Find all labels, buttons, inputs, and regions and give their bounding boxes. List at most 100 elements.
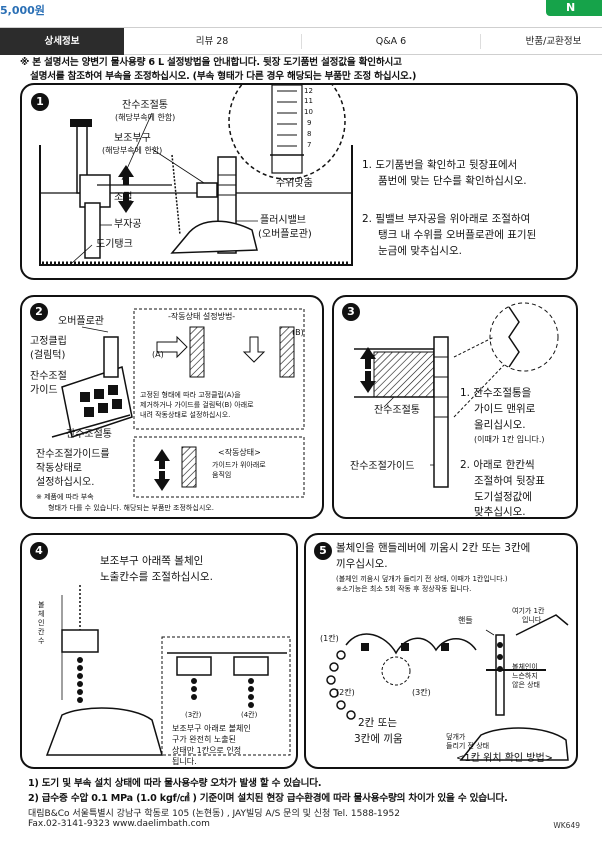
buy-icon: N [566,1,576,14]
panel-step-3: 3 잔수조절통 잔수조절가이드 1. 잔수조절통을 가이드 맨위로 [332,295,578,519]
p3-label-cup: 잔수조절통 [374,405,420,416]
p4-mark-3: (3칸) [185,711,202,719]
p3-step2d: 맞추십시오. [474,506,526,518]
fill-valve-cap [70,119,92,127]
p5-label-ballchain1: 볼체인이 [512,663,538,671]
p2-label-overflow: 오버플로관 [58,316,104,327]
p2-label-cup: 잔수조절통 [66,429,112,440]
p2-method-title: -작동상태 설정방법- [168,312,236,321]
footer-note-2: 2) 급수증 수압 0.1 MPa (1.0 kgf/㎠ ) 기준이며 설치된 … [28,793,508,804]
label-water-level: 수위맞춤 [276,178,313,189]
label-aux-float: 보조부구 [114,133,151,144]
scale-mark-11: 11 [304,97,313,105]
p2-note2: 형태가 다를 수 있습니다. 해당되는 부품만 조정하십시오. [48,504,214,512]
p2-op-desc1: 가이드가 위아래로 [212,461,266,469]
step-number: 4 [30,542,48,560]
chain-diagram [45,585,291,756]
aux-float-example-3 [176,656,212,676]
p1-step2: 2. 필밸브 부자공을 위아래로 조절하여 [362,213,531,225]
p4-desc1: 보조부구 아래로 볼체인 [172,724,251,733]
p2-label-clip2: (걸림턱) [30,350,66,361]
p2-mark-b: (B) [292,328,304,337]
p3-step1d: (이때가 1칸 입니다.) [474,435,545,444]
p5-center1: 2칸 또는 [358,717,397,729]
p4-desc3: 상태만 1칸으로 인정 [172,746,242,755]
product-tabs: 상세정보 리뷰 28 Q&A 6 반품/교환정보 [0,27,602,55]
product-price: 5,000원 [0,4,45,17]
tank-diagram [39,85,353,266]
p3-step2b: 조절하여 뒷장표 [474,475,545,487]
p3-step1c: 올리십시오. [474,419,526,431]
notice-line-1: ※ 본 설명서는 양변기 물사용량 6 L 설정방법을 안내합니다. 뒷장 도기… [20,57,402,68]
arrow-down-icon [360,381,376,393]
scale-tube [271,85,303,174]
panel-step-5: 5 볼체인을 핸들레버에 끼움시 2칸 또는 3칸에 끼우십시오. (볼체인 끼… [304,533,578,769]
arrow-down-icon [154,479,170,491]
handle-diagram [326,614,569,761]
model-code: WK649 [553,821,580,830]
step-number: 3 [342,303,360,321]
p2-label-guide2: 가이드 [30,385,58,396]
p4-desc4: 됩니다. [172,757,197,766]
arrow-down-icon [242,336,266,363]
aux-float [61,629,99,653]
lever [515,614,569,636]
tab-detail[interactable]: 상세정보 [0,28,124,55]
aux-float-example-4 [233,656,269,676]
top-bar: 5,000원 N [0,0,602,22]
p2-method-desc3: 내려 작동상태로 설정하십시오. [140,411,231,419]
p5-sub2: ※소기능은 최소 5회 작동 후 정상작동 됩니다. [336,585,472,593]
p5-label-cover1: 덮개가 [446,733,466,741]
p4-side-label: 볼체인칸수 [38,601,45,645]
p4-title2: 노출칸수를 조절하십시오. [100,571,213,583]
p2-mark-a: (A) [152,350,164,359]
scale-mark-8: 8 [307,130,312,138]
arrow-up-icon [154,449,170,461]
p1-step1: 1. 도기품번을 확인하고 뒷장표에서 [362,159,518,171]
flapper [459,727,569,761]
cup-block [373,351,435,398]
p5-label-here1: 여기가 1칸 [512,607,545,615]
label-tank-adj-note: (해당부속에 한함) [115,113,176,122]
company-contact: Fax.02-3141-9323 www.daelimbath.com [28,819,210,829]
p2-op-desc2: 움직임 [212,471,232,479]
p2-method-desc2: 제거하거나 가이드를 걸림턱(B) 아래로 [140,401,254,409]
p2-inst2: 작동상태로 [36,463,82,474]
tab-return[interactable]: 반품/교환정보 [525,36,582,47]
p2-inst3: 설정하십시오. [36,477,95,488]
tab-qna[interactable]: Q&A 6 [375,36,407,47]
notice-line-2: 설명서를 참조하여 부속을 조정하십시오. (부속 형태가 다른 경우 해당되는… [30,71,417,82]
p5-title2: 끼우십시오. [336,558,388,570]
p2-method-desc1: 고정된 형태에 따라 고정클립(A)을 [140,391,241,399]
p3-step1b: 가이드 맨위로 [474,403,536,415]
flush-valve-base [45,707,163,756]
scale-mark-9: 9 [307,119,312,127]
footer-note-1: 1) 도기 및 부속 설치 상태에 따라 물사용수량 오차가 발생 할 수 있습… [28,778,322,789]
label-tank: 도기탱크 [96,239,133,250]
panel-step-2: 2 오 [20,295,324,519]
buy-button[interactable]: N [546,0,602,16]
scale-mark-10: 10 [304,108,313,116]
flapper [170,220,258,254]
p1-step2c: 눈금에 맞추십시오. [378,245,462,257]
p3-step2c: 도기설정값에 [474,491,532,503]
p5-sub1: (볼체인 끼움시 덮개가 들리기 전 상태, 이때가 1칸입니다.) [336,575,508,583]
p2-label-guide: 잔수조절 [30,371,67,382]
label-overflow: (오버플로관) [258,229,312,240]
cup-diagram [354,302,559,488]
tab-divider [480,34,481,49]
instruction-document: ※ 본 설명서는 양변기 물사용량 6 L 설정방법을 안내합니다. 뒷장 도기… [0,55,602,841]
chain-arc [345,633,477,655]
label-flush-valve: 플러시밸브 [260,215,306,226]
label-tank-adj: 잔수조절통 [122,100,168,111]
p4-mark-4: (4칸) [241,711,258,719]
aux-float [196,182,218,198]
op-box [133,436,305,498]
guide-bar-b [279,326,295,378]
tab-review[interactable]: 리뷰 28 [195,36,229,47]
example-box [161,636,291,756]
p5-label-ballchain2: 느슨하지 [512,672,538,680]
p2-label-clip: 고정클립 [30,336,67,347]
p3-step1: 1. 잔수조절통을 [460,387,532,399]
p5-mark-3: (3칸) [412,688,431,697]
